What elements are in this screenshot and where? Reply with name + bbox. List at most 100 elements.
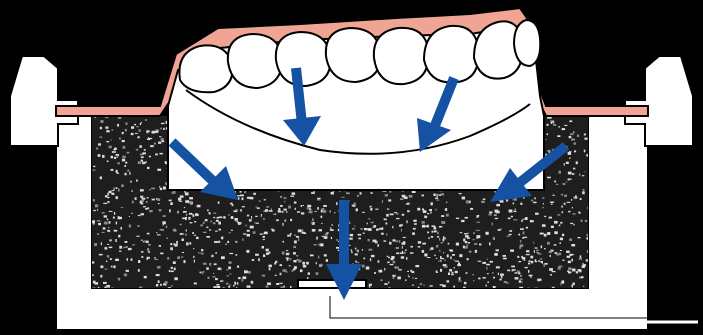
speckle — [573, 168, 575, 170]
speckle — [489, 242, 491, 245]
speckle — [528, 270, 529, 273]
speckle — [530, 256, 533, 259]
speckle — [280, 205, 283, 207]
speckle — [361, 228, 363, 229]
speckle — [107, 219, 109, 221]
speckle — [467, 233, 469, 234]
speckle — [496, 204, 500, 206]
speckle — [296, 255, 298, 256]
speckle — [229, 284, 230, 286]
speckle — [206, 236, 210, 238]
speckle — [146, 130, 149, 132]
speckle — [194, 260, 195, 263]
speckle — [169, 270, 170, 272]
speckle — [384, 240, 387, 241]
speckle — [298, 238, 299, 241]
speckle — [396, 213, 399, 214]
speckle — [103, 282, 107, 284]
speckle — [201, 249, 203, 251]
speckle — [558, 267, 561, 270]
speckle — [356, 262, 359, 263]
speckle — [297, 259, 299, 260]
speckle — [535, 259, 537, 262]
speckle — [461, 220, 464, 222]
speckle — [381, 233, 384, 235]
speckle — [263, 254, 265, 257]
speckle — [118, 278, 120, 281]
speckle — [585, 138, 588, 140]
speckle — [434, 255, 436, 256]
speckle — [136, 126, 139, 127]
speckle — [566, 251, 570, 253]
speckle — [444, 237, 445, 239]
speckle — [358, 238, 361, 240]
speckle — [141, 251, 144, 252]
speckle — [453, 286, 455, 288]
speckle — [285, 220, 287, 222]
speckle — [384, 219, 387, 221]
speckle — [234, 282, 236, 285]
speckle — [251, 216, 252, 219]
speckle — [494, 253, 498, 256]
speckle — [147, 233, 150, 235]
speckle — [374, 272, 376, 274]
speckle — [430, 212, 431, 214]
speckle — [490, 261, 493, 263]
speckle — [318, 256, 319, 259]
speckle — [466, 200, 469, 203]
speckle — [107, 201, 109, 203]
speckle — [513, 203, 515, 205]
speckle — [229, 253, 233, 254]
speckle — [435, 194, 439, 196]
speckle — [318, 198, 321, 199]
speckle — [145, 119, 146, 120]
speckle — [439, 250, 440, 252]
speckle — [144, 276, 147, 278]
speckle — [159, 136, 161, 137]
speckle — [105, 269, 108, 270]
speckle — [317, 207, 319, 210]
speckle — [207, 210, 209, 212]
speckle — [440, 256, 442, 258]
speckle — [296, 236, 299, 238]
speckle — [571, 139, 575, 141]
speckle — [583, 286, 584, 287]
speckle — [557, 214, 560, 215]
speckle — [278, 208, 280, 211]
speckle — [423, 285, 425, 286]
speckle — [234, 210, 238, 212]
speckle — [573, 131, 574, 133]
speckle — [306, 262, 309, 265]
speckle — [354, 226, 356, 227]
speckle — [307, 277, 308, 279]
speckle — [548, 232, 550, 234]
speckle — [494, 215, 497, 216]
speckle — [289, 235, 291, 237]
speckle — [553, 195, 555, 196]
speckle — [334, 212, 335, 213]
speckle — [582, 191, 585, 194]
speckle — [451, 274, 454, 275]
speckle — [548, 150, 551, 151]
speckle — [93, 281, 96, 284]
speckle — [123, 247, 125, 248]
speckle — [415, 265, 419, 267]
speckle — [144, 241, 146, 243]
speckle — [190, 222, 193, 223]
speckle — [403, 237, 406, 238]
speckle — [216, 286, 220, 288]
speckle — [111, 193, 114, 195]
speckle — [568, 211, 570, 213]
speckle — [486, 267, 487, 270]
speckle — [378, 260, 380, 262]
speckle — [319, 229, 323, 231]
speckle — [397, 277, 401, 280]
speckle — [247, 234, 250, 237]
speckle — [562, 234, 564, 236]
speckle — [368, 228, 372, 231]
speckle — [476, 222, 480, 223]
speckle — [369, 218, 370, 219]
speckle — [214, 241, 218, 243]
speckle — [259, 200, 261, 201]
